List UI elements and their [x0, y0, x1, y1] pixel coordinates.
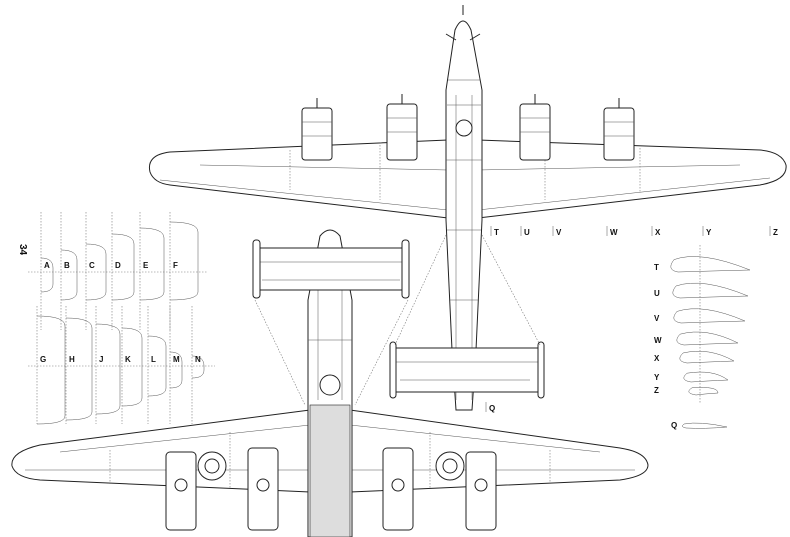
section-outline — [139, 227, 165, 301]
section-outline — [191, 355, 205, 379]
bottom-view-tailplane — [257, 247, 405, 291]
section-label: L — [151, 355, 156, 364]
section-label: J — [99, 355, 103, 364]
airfoil-profile — [673, 308, 746, 324]
airfoil-label: Z — [654, 386, 659, 395]
section-label: H — [69, 355, 75, 364]
section-outline — [65, 317, 93, 421]
bottom-view-engines — [165, 447, 497, 531]
bottom-view-aircraft — [11, 229, 649, 537]
wing-station-label: X — [655, 228, 661, 237]
wing-station-label: Z — [773, 228, 778, 237]
airfoil-profile — [683, 371, 729, 383]
airfoil-label: T — [654, 263, 659, 272]
page-number: 34 — [17, 244, 28, 256]
airfoil-label: Y — [654, 373, 660, 382]
section-label: N — [195, 355, 201, 364]
wing-station-label: U — [524, 228, 530, 237]
fuselage-sections: A B C D E F G H J K L M N — [28, 212, 215, 425]
section-outline — [147, 335, 167, 397]
top-view-aircraft — [148, 5, 787, 411]
section-label: F — [173, 261, 178, 270]
section-label: M — [173, 355, 180, 364]
airfoil-label: V — [654, 314, 660, 323]
section-outline — [111, 233, 135, 301]
section-outline — [169, 221, 199, 301]
tail-station-label: Q — [489, 404, 495, 413]
section-label: B — [64, 261, 70, 270]
top-view-engines — [301, 94, 635, 161]
airfoil-profile — [688, 387, 719, 396]
airfoil-profile — [676, 331, 739, 346]
section-label: G — [40, 355, 46, 364]
section-label: K — [125, 355, 131, 364]
section-outline — [60, 249, 78, 301]
airfoil-label: W — [654, 336, 662, 345]
section-outline — [85, 243, 107, 301]
section-outline — [95, 323, 121, 415]
airfoil-profile — [672, 282, 749, 299]
section-label: C — [89, 261, 95, 270]
wing-station-label: Y — [706, 228, 712, 237]
section-outline — [121, 327, 143, 407]
section-outline — [40, 257, 54, 293]
section-outline — [169, 351, 183, 389]
airfoil-sections: T U V WX YZ Q — [654, 245, 751, 430]
tail-airfoil-label: Q — [671, 421, 677, 430]
wing-station-label: V — [556, 228, 562, 237]
tail-airfoil-profile — [682, 422, 728, 429]
airfoil-profile — [670, 256, 751, 273]
section-label: E — [143, 261, 149, 270]
airfoil-label: U — [654, 289, 660, 298]
section-label: A — [44, 261, 50, 270]
top-view-tailplane — [393, 347, 541, 393]
airfoil-profile — [679, 351, 735, 364]
airfoil-label: X — [654, 354, 660, 363]
wing-station-label: T — [494, 228, 499, 237]
section-outline — [36, 315, 66, 425]
section-label: D — [115, 261, 121, 270]
wing-station-label: W — [610, 228, 618, 237]
